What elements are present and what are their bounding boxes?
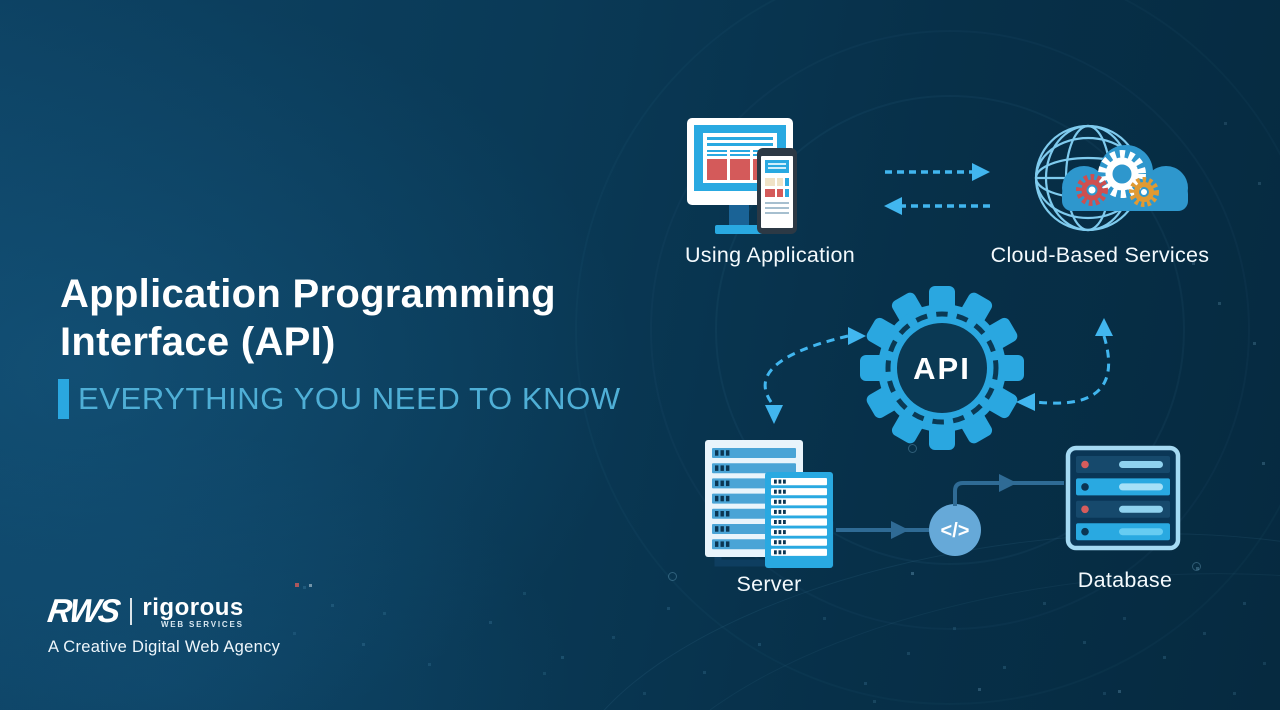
company-logo: RWS rigorous WEB SERVICES A Creative Dig… — [45, 592, 281, 657]
background-grey-pixel — [309, 584, 312, 587]
server-rack-icon — [705, 440, 834, 568]
api-gear-icon: API — [860, 286, 1024, 450]
api-gear-label: API — [913, 351, 971, 386]
node-label-database: Database — [1077, 568, 1173, 592]
logo-row: RWS rigorous WEB SERVICES — [45, 592, 280, 630]
background-micro-ring — [1192, 562, 1201, 571]
node-server: Server — [684, 433, 854, 597]
logo-brand-block: rigorous WEB SERVICES — [142, 594, 244, 630]
code-icon-symbol: </> — [941, 520, 970, 542]
background-red-pixel — [295, 583, 299, 587]
node-label-cloud-based-services: Cloud-Based Services — [990, 243, 1210, 267]
node-database: Database — [1040, 440, 1210, 593]
node-using-application: Using Application — [665, 112, 875, 268]
background-ring — [650, 30, 1250, 630]
node-cloud-based-services: Cloud-Based Services — [980, 112, 1220, 268]
monitor-and-phone-icon — [687, 118, 797, 234]
logo-brand-subtitle: WEB SERVICES — [160, 620, 244, 629]
page-title-line-1: Application Programming — [60, 272, 556, 316]
background-micro-ring — [668, 572, 677, 581]
database-icon — [1065, 445, 1181, 551]
page-title-line-2: Interface (API) — [60, 320, 336, 364]
logo-tagline: A Creative Digital Web Agency — [48, 638, 281, 656]
cloud-globe-gears-icon — [1034, 124, 1188, 232]
subtitle-text: EVERYTHING YOU NEED TO KNOW — [78, 381, 621, 416]
background-pixel-dots — [0, 0, 3, 3]
subtitle-accent-bar — [58, 379, 69, 419]
node-api-gear: API — [852, 278, 1032, 458]
page-title: Application Programming Interface (API) — [60, 270, 556, 366]
code-icon: </> — [929, 504, 981, 556]
page-subtitle: EVERYTHING YOU NEED TO KNOW — [58, 379, 621, 419]
logo-divider — [130, 598, 133, 625]
node-label-using-application: Using Application — [684, 243, 856, 267]
node-label-server: Server — [736, 572, 802, 596]
logo-monogram: RWS — [45, 592, 122, 629]
background-micro-ring — [908, 444, 917, 453]
node-code-badge: </> — [929, 504, 981, 556]
logo-brand-name: rigorous — [142, 594, 244, 621]
